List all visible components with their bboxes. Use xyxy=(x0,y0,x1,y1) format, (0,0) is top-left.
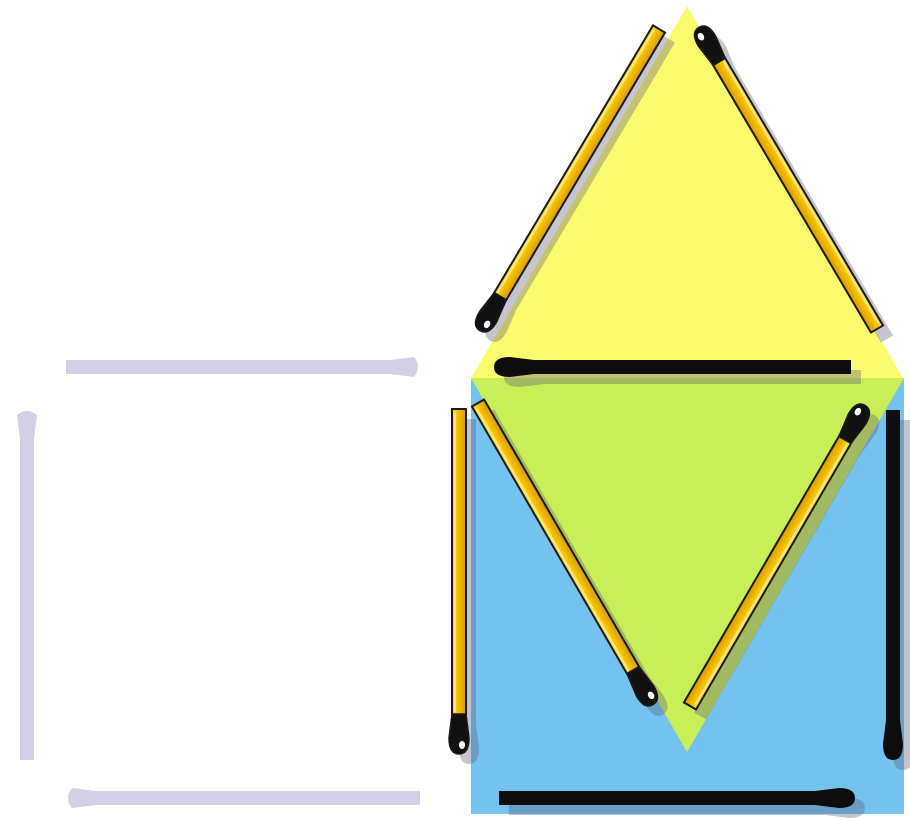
bottom-horizontal-black-stick xyxy=(499,788,855,808)
ghost-top-stick xyxy=(66,357,418,377)
right-vertical-black-stick-body xyxy=(883,410,903,760)
middle-horizontal-black-stick-body xyxy=(494,357,851,377)
left-vertical-matchstick-head xyxy=(449,714,469,754)
left-vertical-matchstick xyxy=(449,409,469,754)
ghost-left-stick xyxy=(17,411,37,760)
right-vertical-black-stick xyxy=(883,410,903,760)
bottom-horizontal-black-stick-body xyxy=(499,788,855,808)
left-vertical-matchstick-shine xyxy=(459,741,465,749)
yellow-triangle-region xyxy=(470,6,904,380)
middle-horizontal-black-stick xyxy=(494,357,851,377)
ghost-bottom-stick xyxy=(68,788,420,808)
